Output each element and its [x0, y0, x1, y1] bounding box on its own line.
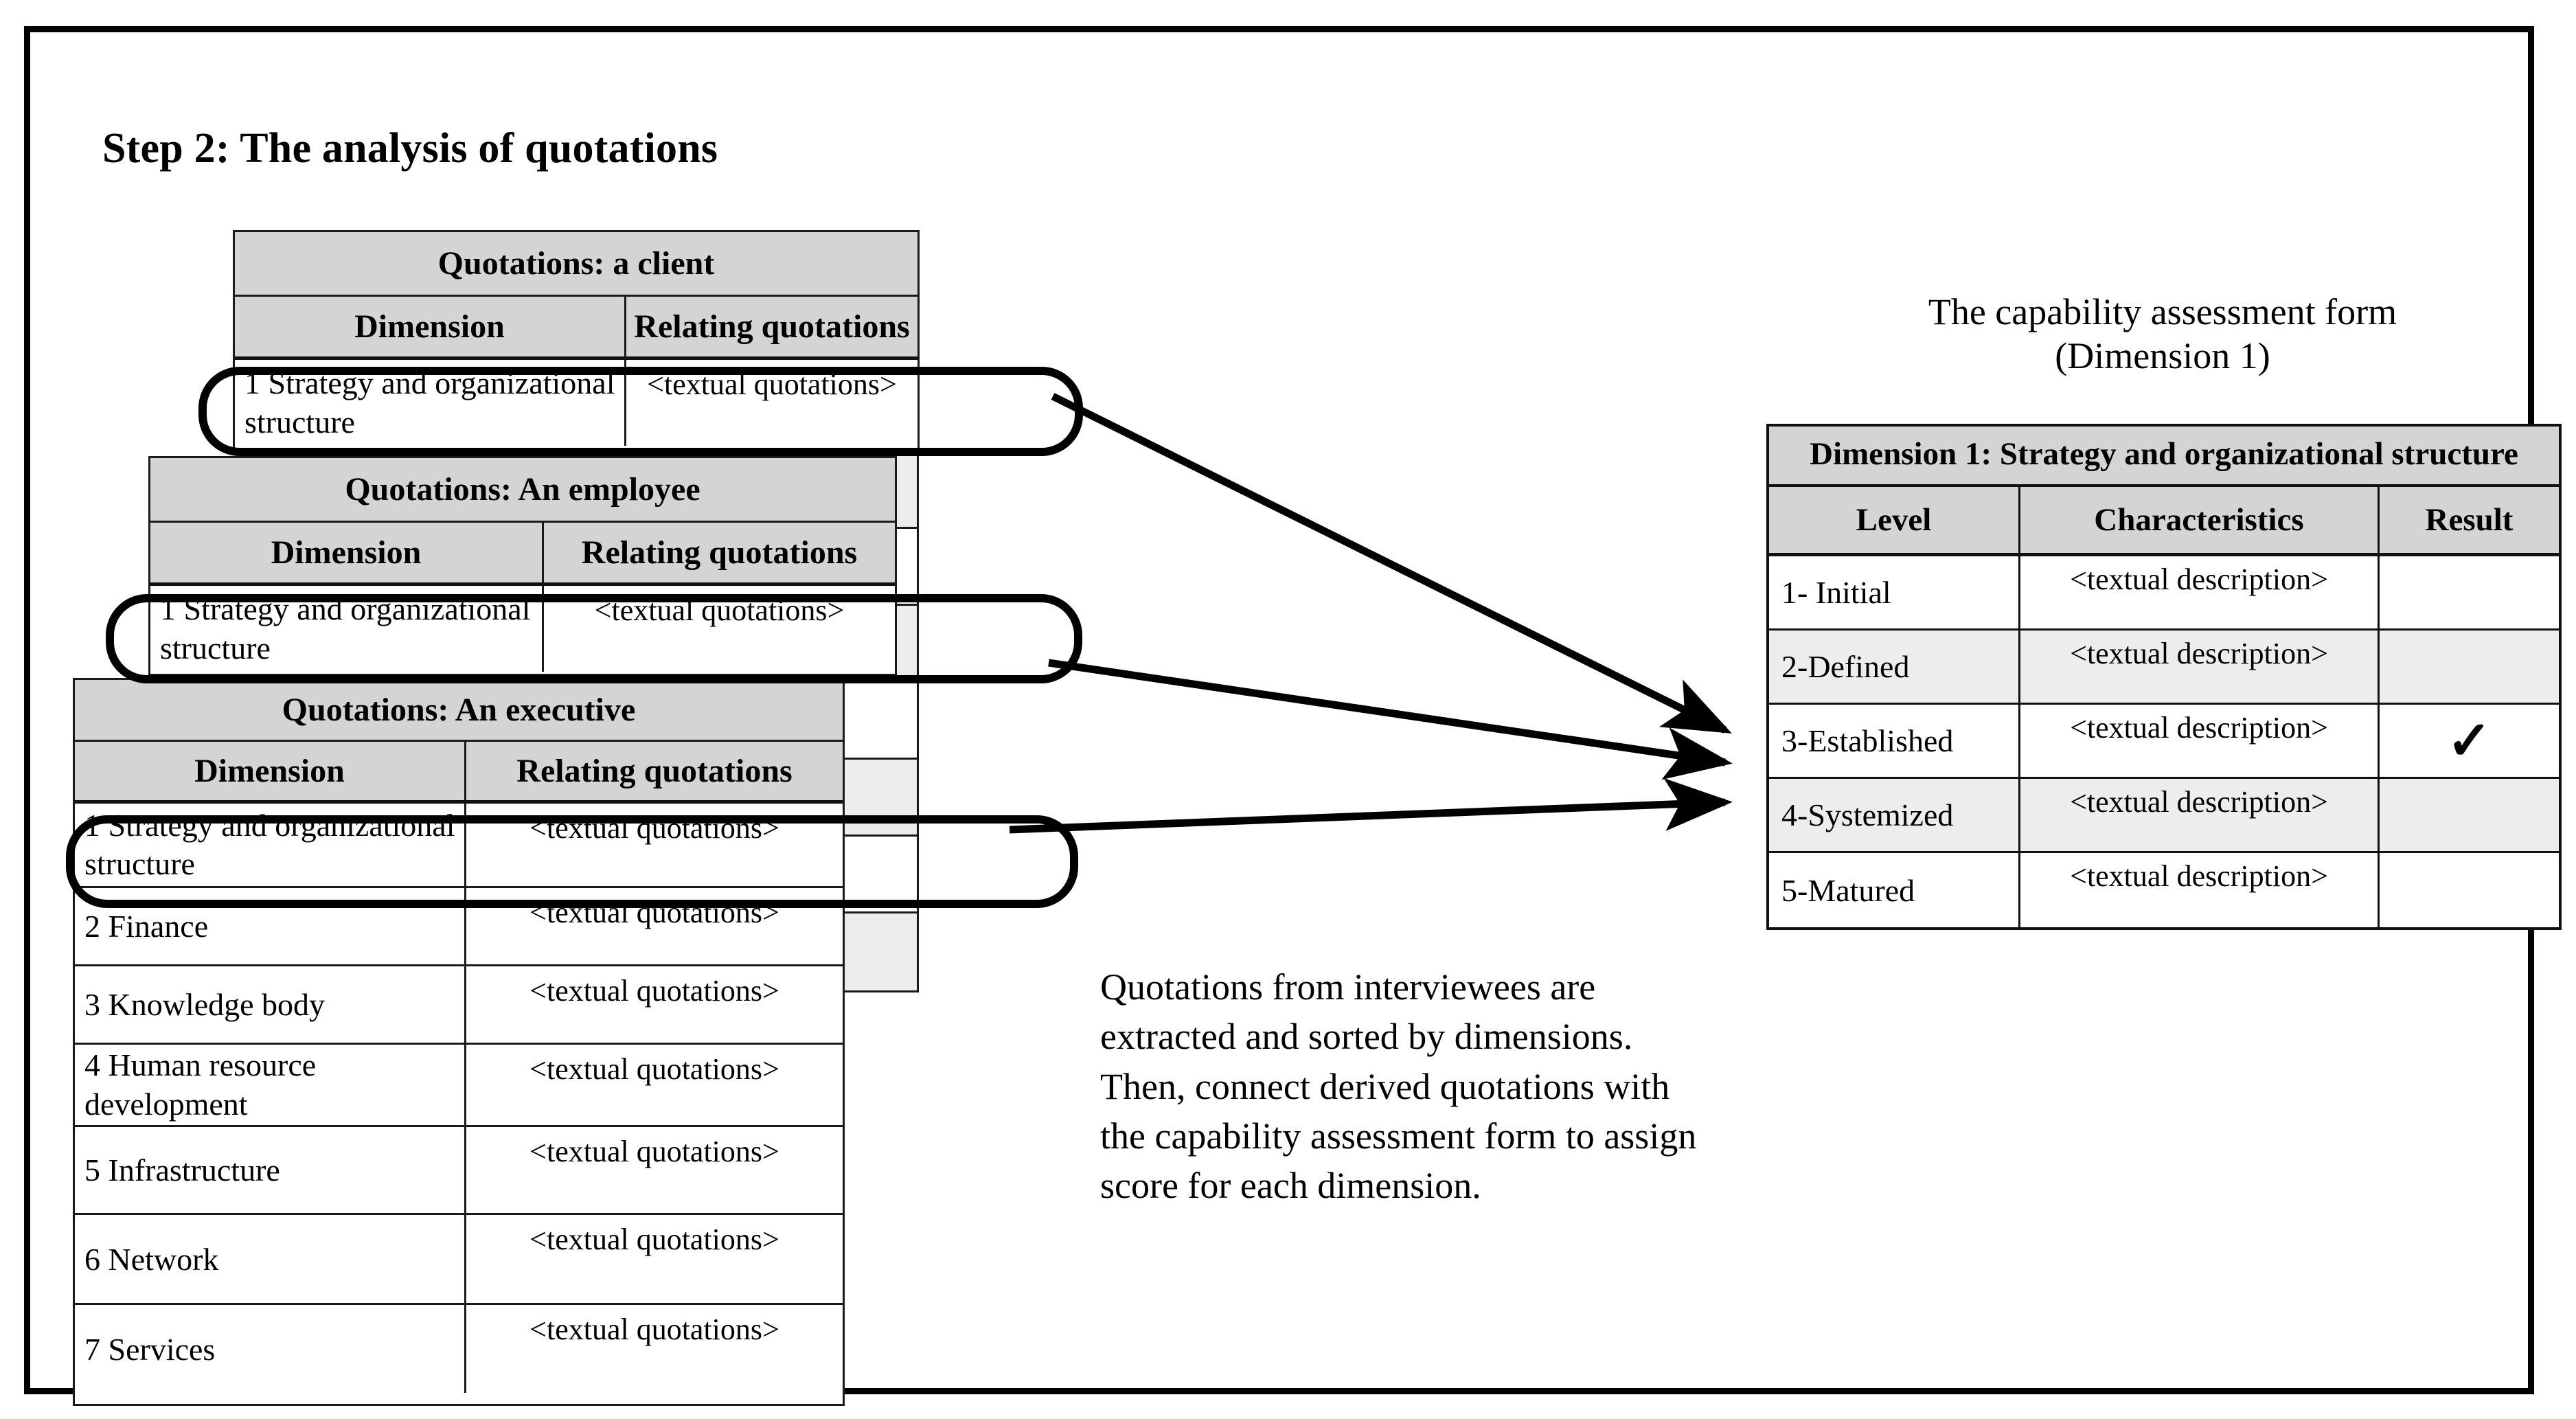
table-caption-executive: Quotations: An executive — [75, 680, 843, 742]
table-row: 1 Strategy and organizational structure … — [150, 586, 895, 672]
result-cell[interactable] — [2380, 853, 2559, 927]
characteristics-cell: <textual description> — [2020, 853, 2380, 928]
quotation-cell: <textual quotations> — [529, 1052, 779, 1086]
dimension-cell: 2 Finance — [75, 888, 466, 964]
capability-assessment-form[interactable]: Dimension 1: Strategy and organizational… — [1766, 424, 2562, 931]
column-header-relating-quotations: Relating quotations — [634, 308, 910, 345]
quotations-table-executive[interactable]: Quotations: An executive Dimension Relat… — [73, 678, 845, 1406]
assessment-row[interactable]: 1- Initial <textual description> — [1769, 556, 2559, 631]
table-row: 7 Services <textual quotations> — [75, 1305, 843, 1393]
result-cell[interactable] — [2380, 779, 2559, 851]
table-row: 1 Strategy and organizational structure … — [235, 360, 917, 446]
page-title: Step 2: The analysis of quotations — [102, 124, 718, 172]
dimension-cell: 1 Strategy and organizational structure — [150, 586, 544, 672]
quotation-cell: <textual quotations> — [529, 896, 779, 929]
table-row: 2 Finance <textual quotations> — [75, 888, 843, 966]
result-cell[interactable] — [2380, 556, 2559, 628]
dimension-cell: 5 Infrastructure — [75, 1127, 466, 1213]
quotations-table-employee[interactable]: Quotations: An employee Dimension Relati… — [148, 456, 897, 676]
level-cell: 4-Systemized — [1769, 779, 2020, 852]
assessment-row[interactable]: 2-Defined <textual description> — [1769, 631, 2559, 705]
dimension-cell: 7 Services — [75, 1305, 466, 1393]
column-header-relating-quotations: Relating quotations — [516, 753, 793, 789]
characteristics-cell: <textual description> — [2020, 556, 2380, 629]
table-caption-client: Quotations: a client — [235, 232, 917, 297]
table-row: 4 Human resource development <textual qu… — [75, 1045, 843, 1127]
explanatory-caption: Quotations from interviewees are extract… — [1100, 966, 1697, 1207]
assessment-form-heading: The capability assessment form (Dimensio… — [1928, 291, 2397, 376]
quotation-cell: <textual quotations> — [529, 1313, 779, 1346]
characteristics-cell: <textual description> — [2020, 631, 2380, 703]
quotation-cell: <textual quotations> — [529, 1135, 779, 1168]
figure-frame: Step 2: The analysis of quotations ns> n… — [24, 26, 2562, 1406]
dimension-cell: 6 Network — [75, 1215, 466, 1303]
quotation-cell: <textual quotations> — [529, 1223, 779, 1256]
quotation-cell: <textual quotations> — [529, 974, 779, 1008]
column-header-dimension: Dimension — [150, 523, 544, 582]
quotation-cell: <textual quotations> — [594, 593, 845, 627]
assessment-table-title: Dimension 1: Strategy and organizational… — [1769, 427, 2559, 488]
quotation-cell: <textual quotations> — [647, 367, 897, 401]
assessment-row[interactable]: 5-Matured <textual description> — [1769, 853, 2559, 928]
assessment-row[interactable]: 3-Established <textual description> ✓ — [1769, 705, 2559, 780]
assessment-header-row: Level Characteristics Result — [1769, 487, 2559, 557]
quotations-table-client[interactable]: Quotations: a client Dimension Relating … — [233, 230, 920, 450]
column-header-characteristics: Characteristics — [2020, 487, 2380, 554]
column-header-result: Result — [2425, 502, 2514, 538]
quotation-cell: <textual quotations> — [529, 811, 779, 845]
dimension-cell: 4 Human resource development — [75, 1045, 466, 1125]
column-header-dimension: Dimension — [235, 297, 626, 356]
level-cell: 2-Defined — [1769, 631, 2020, 703]
level-cell: 3-Established — [1769, 705, 2020, 777]
dimension-cell: 1 Strategy and organizational structure — [75, 804, 466, 886]
characteristics-cell: <textual description> — [2020, 705, 2380, 777]
characteristics-cell: <textual description> — [2020, 779, 2380, 852]
table-row: 5 Infrastructure <textual quotations> — [75, 1127, 843, 1215]
column-header-dimension: Dimension — [75, 742, 466, 800]
result-cell[interactable] — [2380, 631, 2559, 703]
column-header-relating-quotations: Relating quotations — [581, 534, 858, 571]
level-cell: 1- Initial — [1769, 556, 2020, 629]
table-caption-employee: Quotations: An employee — [150, 458, 895, 523]
column-header-level: Level — [1769, 487, 2020, 554]
table-row: 6 Network <textual quotations> — [75, 1215, 843, 1305]
dimension-cell: 3 Knowledge body — [75, 966, 466, 1043]
level-cell: 5-Matured — [1769, 853, 2020, 928]
table-row: 1 Strategy and organizational structure … — [75, 804, 843, 888]
dimension-cell: 1 Strategy and organizational structure — [235, 360, 626, 446]
table-row: 3 Knowledge body <textual quotations> — [75, 966, 843, 1045]
result-cell-checkmark-icon[interactable]: ✓ — [2446, 710, 2492, 771]
assessment-row[interactable]: 4-Systemized <textual description> — [1769, 779, 2559, 854]
